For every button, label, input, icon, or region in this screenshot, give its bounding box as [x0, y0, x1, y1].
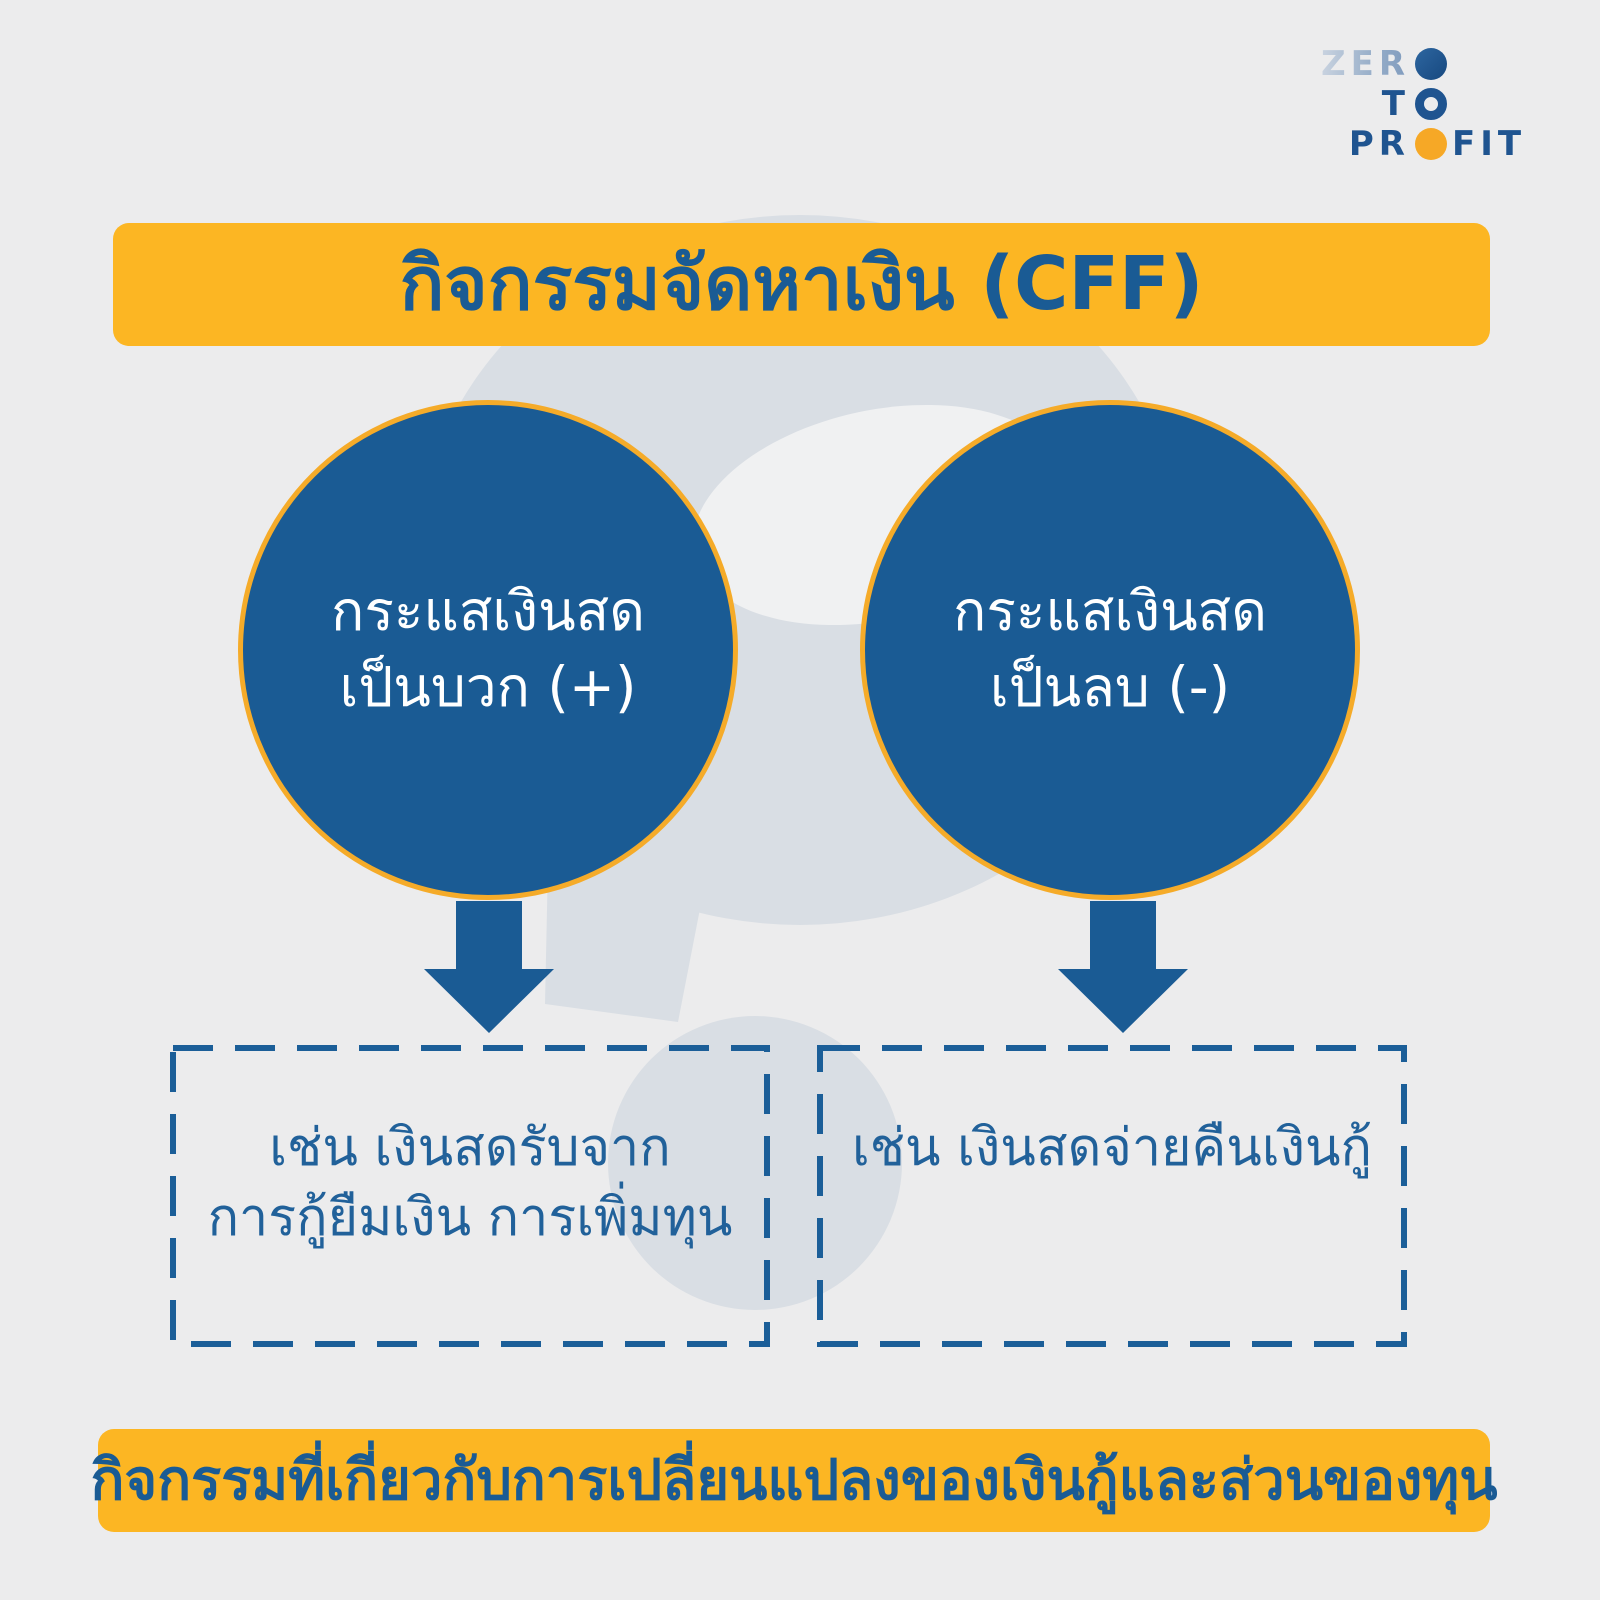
logo-text-t: T	[1381, 84, 1410, 124]
logo-ring-icon	[1415, 88, 1447, 120]
negative-example-box: เช่น เงินสดจ่ายคืนเงินกู้	[817, 1045, 1407, 1347]
logo-text-fit: FIT	[1452, 124, 1527, 164]
logo-orange-dot-icon	[1415, 128, 1447, 160]
positive-example-text: เช่น เงินสดรับจาก การกู้ยืมเงิน การเพิ่ม…	[170, 1045, 770, 1253]
negative-cashflow-line2: เป็นลบ (-)	[989, 655, 1231, 719]
positive-example-line2: การกู้ยืมเงิน การเพิ่มทุน	[207, 1188, 733, 1249]
positive-cashflow-circle: กระแสเงินสด เป็นบวก (+)	[238, 400, 738, 900]
watermark-dot	[608, 1016, 902, 1310]
positive-cashflow-line2: เป็นบวก (+)	[339, 655, 637, 719]
negative-cashflow-line1: กระแสเงินสด	[953, 579, 1267, 644]
negative-cashflow-label: กระแสเงินสด เป็นลบ (-)	[953, 574, 1267, 726]
page-title: กิจกรรมจัดหาเงิน (CFF)	[399, 240, 1204, 327]
logo-blue-dot-icon	[1415, 48, 1447, 80]
summary-banner: กิจกรรมที่เกี่ยวกับการเปลี่ยนแปลงของเงิน…	[91, 1429, 1498, 1532]
zero-to-profit-logo: ZER T PR FIT	[1300, 44, 1542, 164]
logo-text-pr: PR	[1348, 124, 1410, 164]
positive-example-box: เช่น เงินสดรับจาก การกู้ยืมเงิน การเพิ่ม…	[170, 1045, 770, 1347]
logo-row-to: T	[1300, 84, 1542, 124]
watermark-stem	[545, 862, 706, 1022]
dashed-border-right	[817, 1045, 1407, 1347]
logo-text-zer: ZER	[1320, 44, 1410, 84]
title-banner: กิจกรรมจัดหาเงิน (CFF)	[113, 223, 1490, 346]
summary-text: กิจกรรมที่เกี่ยวกับการเปลี่ยนแปลงของเงิน…	[90, 1447, 1498, 1513]
negative-example-line1: เช่น เงินสดจ่ายคืนเงินกู้	[851, 1118, 1373, 1178]
positive-cashflow-label: กระแสเงินสด เป็นบวก (+)	[331, 574, 645, 726]
positive-example-line1: เช่น เงินสดรับจาก	[269, 1118, 671, 1178]
down-arrow-left-icon	[424, 901, 554, 1033]
positive-cashflow-line1: กระแสเงินสด	[331, 579, 645, 644]
logo-row-zero: ZER	[1300, 44, 1542, 84]
dashed-border-left	[170, 1045, 770, 1347]
negative-cashflow-circle: กระแสเงินสด เป็นลบ (-)	[860, 400, 1360, 900]
negative-example-text: เช่น เงินสดจ่ายคืนเงินกู้	[817, 1045, 1407, 1183]
logo-row-profit: PR FIT	[1300, 124, 1542, 164]
down-arrow-right-icon	[1058, 901, 1188, 1033]
